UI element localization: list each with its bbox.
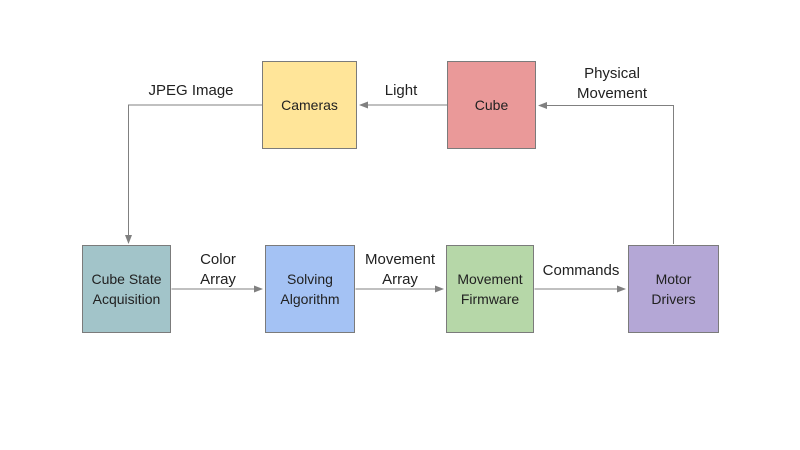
connector-jpeg-image (125, 104, 262, 244)
node-cube: Cube (447, 61, 536, 149)
node-solving-algorithm-label: Solving Algorithm (280, 270, 340, 307)
node-cube-state-acquisition: Cube State Acquisition (82, 245, 171, 333)
edge-label-commands: Commands (542, 261, 620, 279)
node-cube-label: Cube (474, 96, 509, 113)
node-motor-drivers-label: Motor Drivers (651, 270, 696, 307)
edge-label-jpeg-image: JPEG Image (148, 81, 234, 99)
node-cube-state-acquisition-label: Cube State Acquisition (91, 270, 162, 307)
edge-label-movement-array: Movement Array (364, 250, 436, 288)
edge-label-physical-movement: Physical Movement (576, 64, 648, 102)
node-movement-firmware: Movement Firmware (446, 245, 534, 333)
edge-label-light: Light (384, 81, 418, 99)
node-cameras: Cameras (262, 61, 357, 149)
node-cameras-label: Cameras (281, 96, 338, 113)
node-solving-algorithm: Solving Algorithm (265, 245, 355, 333)
node-movement-firmware-label: Movement Firmware (457, 270, 523, 307)
connector-physical-movement (538, 102, 674, 244)
edge-label-color-array: Color Array (200, 250, 236, 288)
node-motor-drivers: Motor Drivers (628, 245, 719, 333)
